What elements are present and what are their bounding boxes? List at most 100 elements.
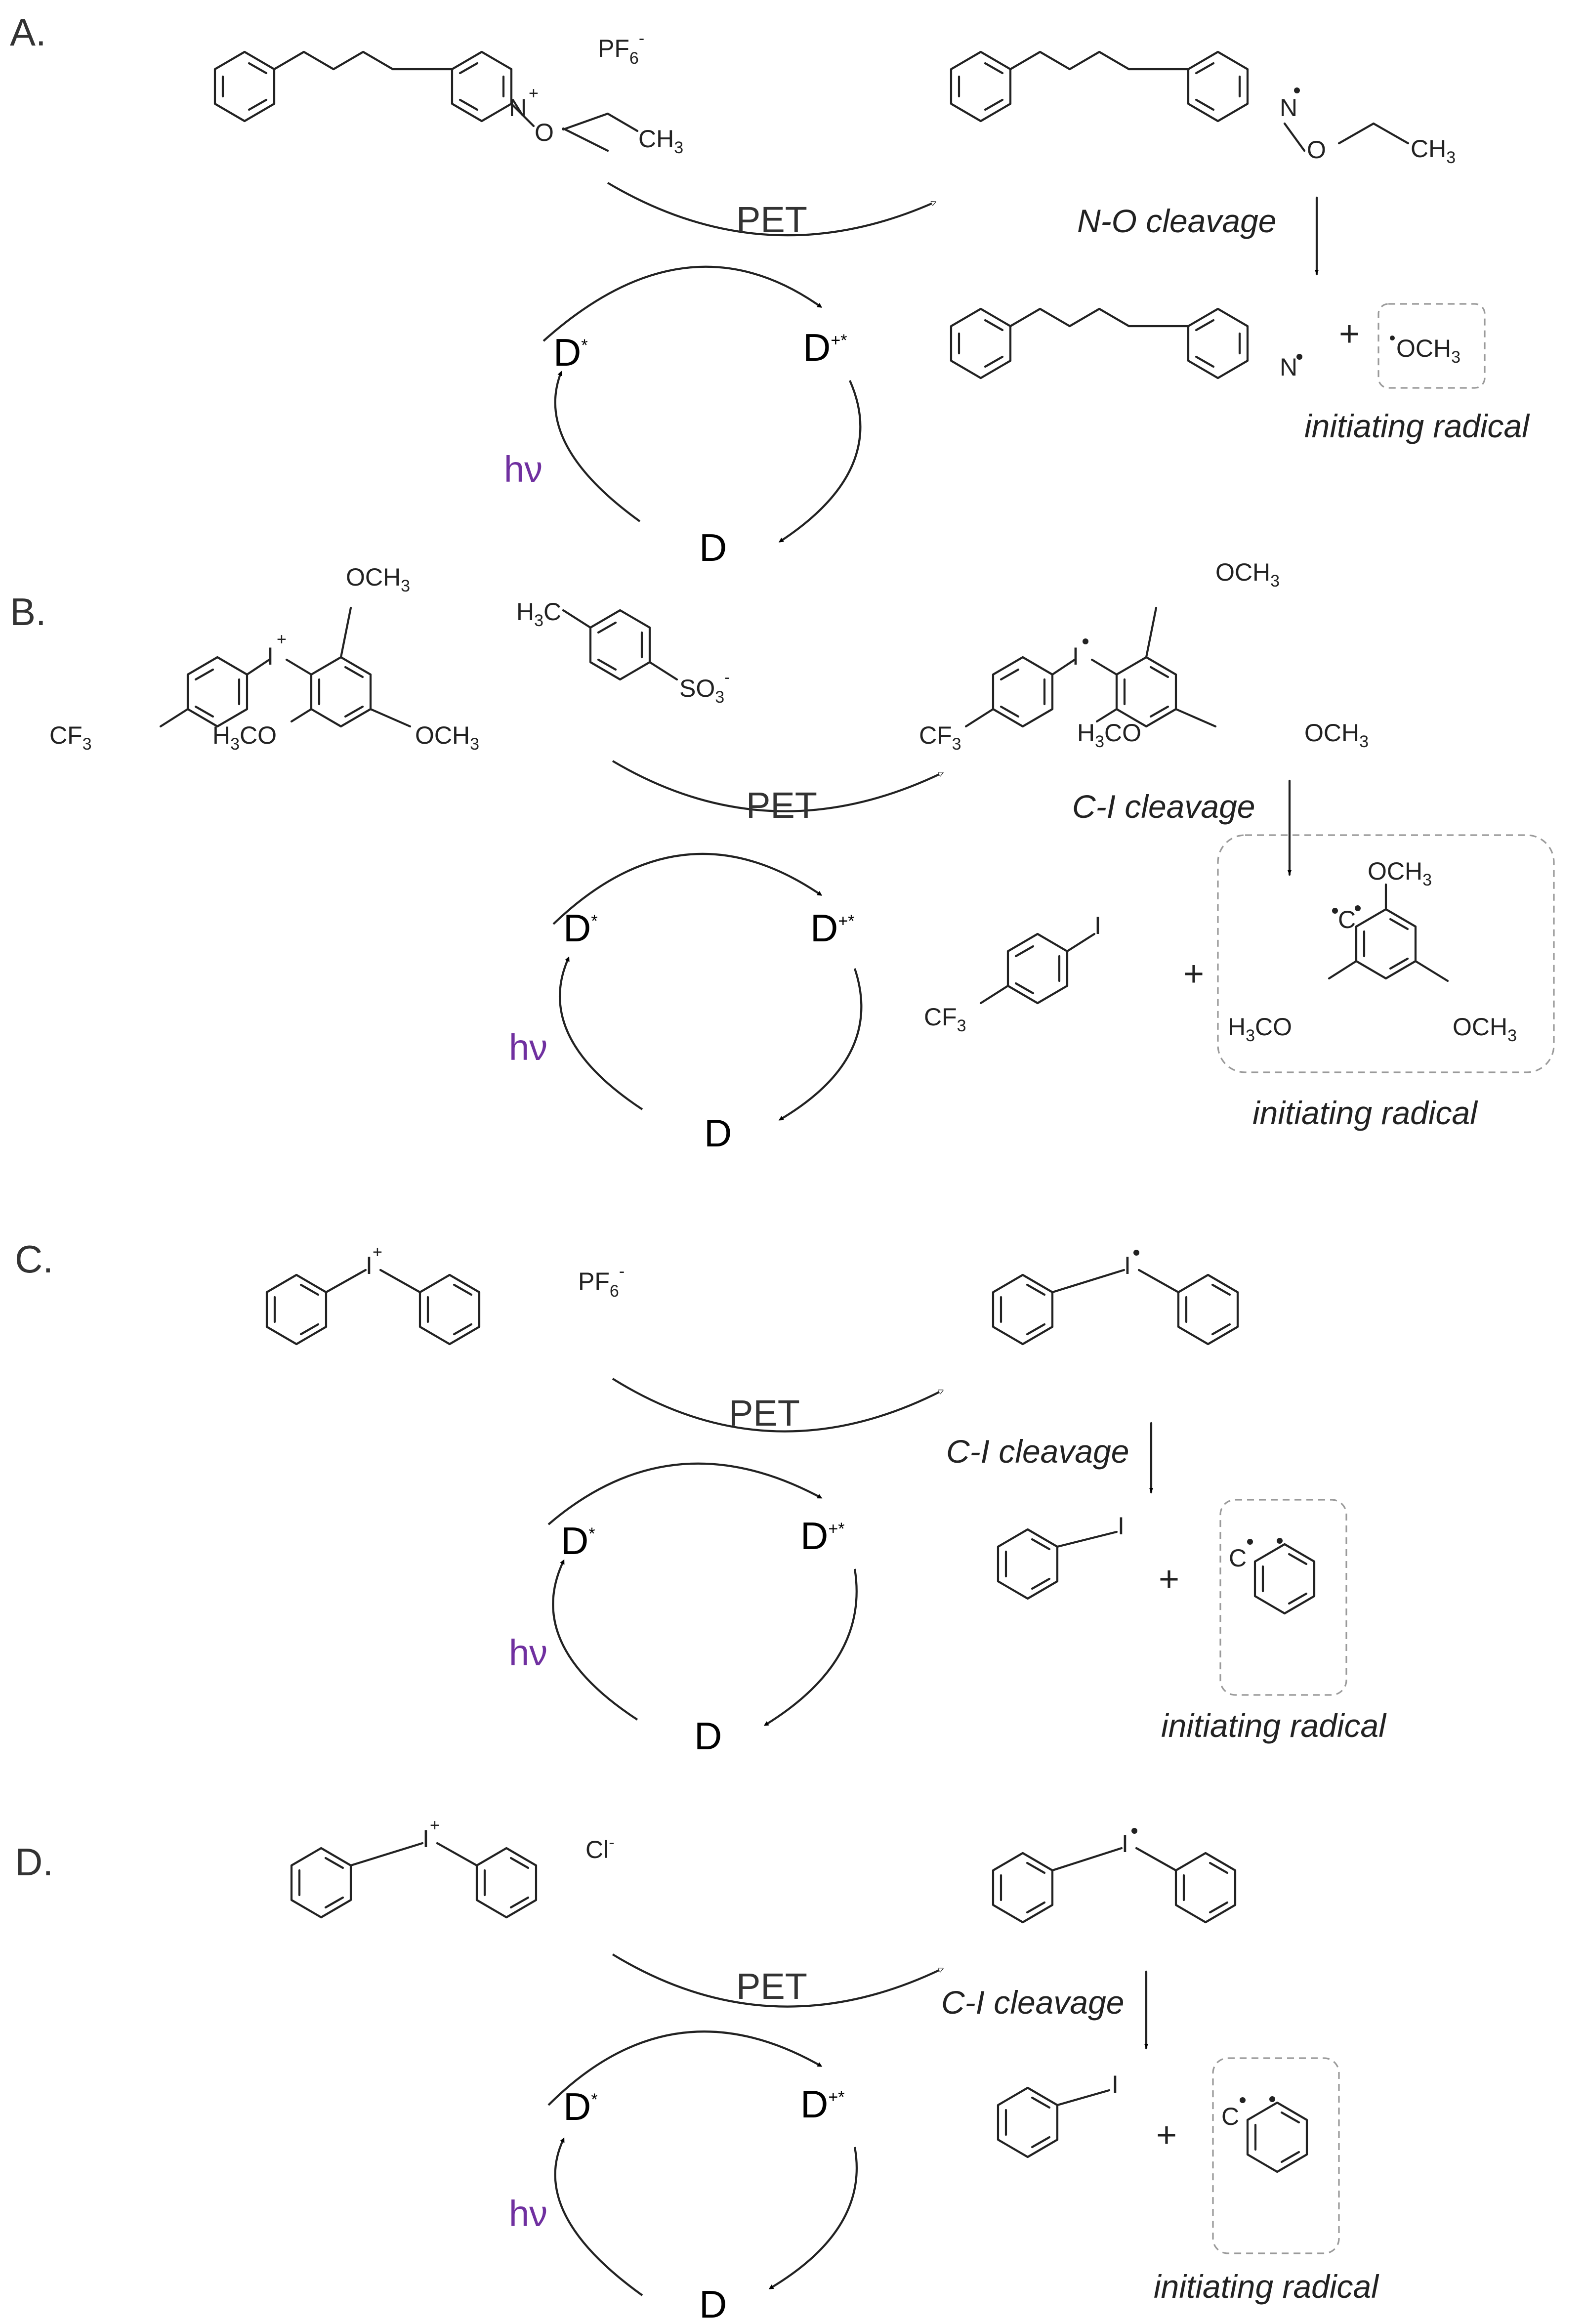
methoxy-group: H3CO [212,721,277,754]
plus-sign: + [1156,2115,1177,2155]
methoxy-group: OCH3 [346,563,410,595]
iodine-atom: I [1094,912,1101,939]
panel-d: D. I + Cl- I [15,1816,1379,2324]
panel-c-label: C. [15,1237,53,1281]
light-label: hν [509,2193,547,2234]
cleavage-label: C-I cleavage [941,1984,1125,2021]
plus-sign: + [1159,1560,1179,1599]
radical-caption: initiating radical [1161,1707,1387,1744]
ground-donor: D [704,1111,732,1155]
cycle-arrow-left [554,2137,643,2296]
pet-label: PET [746,785,817,826]
oxidized-donor: D+* [803,326,847,369]
pet-arrow [612,1378,941,1433]
cf3-group: CF3 [919,721,961,754]
carbon-radical-center: C [1221,2103,1239,2130]
panel-a-pyridinyl [950,307,1249,380]
methoxy-group: OCH3 [1304,719,1369,751]
oxygen-atom: O [535,119,554,146]
nitrogen-atom: N [1280,353,1297,381]
panel-c-diphenyliodonium [265,1268,481,1346]
radical-caption: initiating radical [1154,2268,1379,2305]
radical-dot [1240,2097,1246,2103]
oxidized-donor: D+* [800,1514,844,1558]
ch3-group: CH3 [1411,135,1456,167]
propyl-chain [273,50,394,71]
panel-d-diphenyliodonium [290,1842,538,1919]
cycle-arrow-left [554,371,641,522]
radical-dot [1355,905,1361,911]
excited-donor: D* [553,331,588,374]
panel-a-reactant [213,50,609,152]
iodine-atom: I [366,1252,373,1279]
cycle-arrow-left [559,956,643,1110]
radical-dot [1296,354,1302,360]
phenyl-radical [1246,2101,1308,2173]
radical-box [1377,303,1486,389]
panel-d-iodobenzene [997,2086,1111,2158]
cycle-arrow-right [768,2147,858,2289]
counterion: PF6- [598,29,644,68]
iodine-atom: I [422,1825,429,1853]
ground-donor: D [694,1714,722,1758]
iodine-atom: I [1112,2070,1119,2098]
oxidized-donor: D+* [810,906,854,950]
panel-b-iodonium [159,606,412,728]
light-label: hν [504,449,542,490]
counterion: PF6- [578,1262,625,1301]
cycle-arrow-right [778,968,863,1121]
methoxy-group: OCH3 [415,721,479,754]
panel-b-label: B. [10,590,46,634]
propyl-chain [1009,50,1130,71]
pet-label: PET [736,1966,807,2007]
iodine-atom: I [267,642,274,670]
panel-a-product [950,50,1410,152]
oxidized-donor: D+* [800,2082,844,2126]
panel-c-iodanyl-radical [992,1268,1239,1346]
radical-dot [1390,336,1395,340]
methoxy-group: OCH3 [1368,857,1432,889]
pyridinyl-ring [1187,50,1249,123]
carbon-radical-center: C [1229,1544,1247,1572]
radical-caption: initiating radical [1252,1095,1478,1131]
cycle-arrow-top [552,852,823,925]
panel-c-iodobenzene [997,1528,1118,1600]
cycle-arrow-right [778,380,862,543]
sulfonate-group: SO3- [679,668,730,707]
methoxy-group: H3CO [1228,1013,1292,1045]
nitrogen-atom: N [509,94,527,122]
pet-label: PET [736,199,807,240]
panel-a: A. N + O CH3 PF6- [10,10,1530,569]
panel-d-iodanyl-radical [992,1847,1237,1924]
cf3-group: CF3 [49,721,92,754]
cycle-arrow-right [763,1568,858,1726]
plus-charge: + [277,630,287,649]
ground-donor: D [699,2282,727,2324]
panel-b-iodanyl-radical [964,606,1217,728]
aryl-radical [1328,883,1449,982]
pet-arrow [607,182,934,237]
radical-dot [1332,908,1338,914]
radical-dot [1083,638,1088,644]
radical-box [1212,2057,1340,2254]
plus-sign: + [1183,954,1204,994]
iodine-atom: I [1124,1252,1131,1279]
pet-arrow [612,1953,941,2008]
methoxy-radical: OCH3 [1396,335,1460,367]
plus-charge: + [373,1243,382,1262]
radical-dot [1294,87,1300,93]
carbon-radical-center: C [1338,906,1356,933]
radical-dot [1277,1538,1283,1544]
excited-donor: D* [563,2085,598,2128]
pet-arrow [612,760,941,812]
plus-charge: + [529,84,539,103]
excited-donor: D* [561,1519,595,1563]
radical-box [1217,834,1555,1073]
panel-b-iodoarene [979,932,1096,1005]
ground-donor: D [699,526,727,569]
oxygen-atom: O [1307,136,1326,164]
cleavage-label: N-O cleavage [1077,203,1277,239]
ch3-group: CH3 [638,125,683,157]
panel-b-tosylate [562,609,678,681]
